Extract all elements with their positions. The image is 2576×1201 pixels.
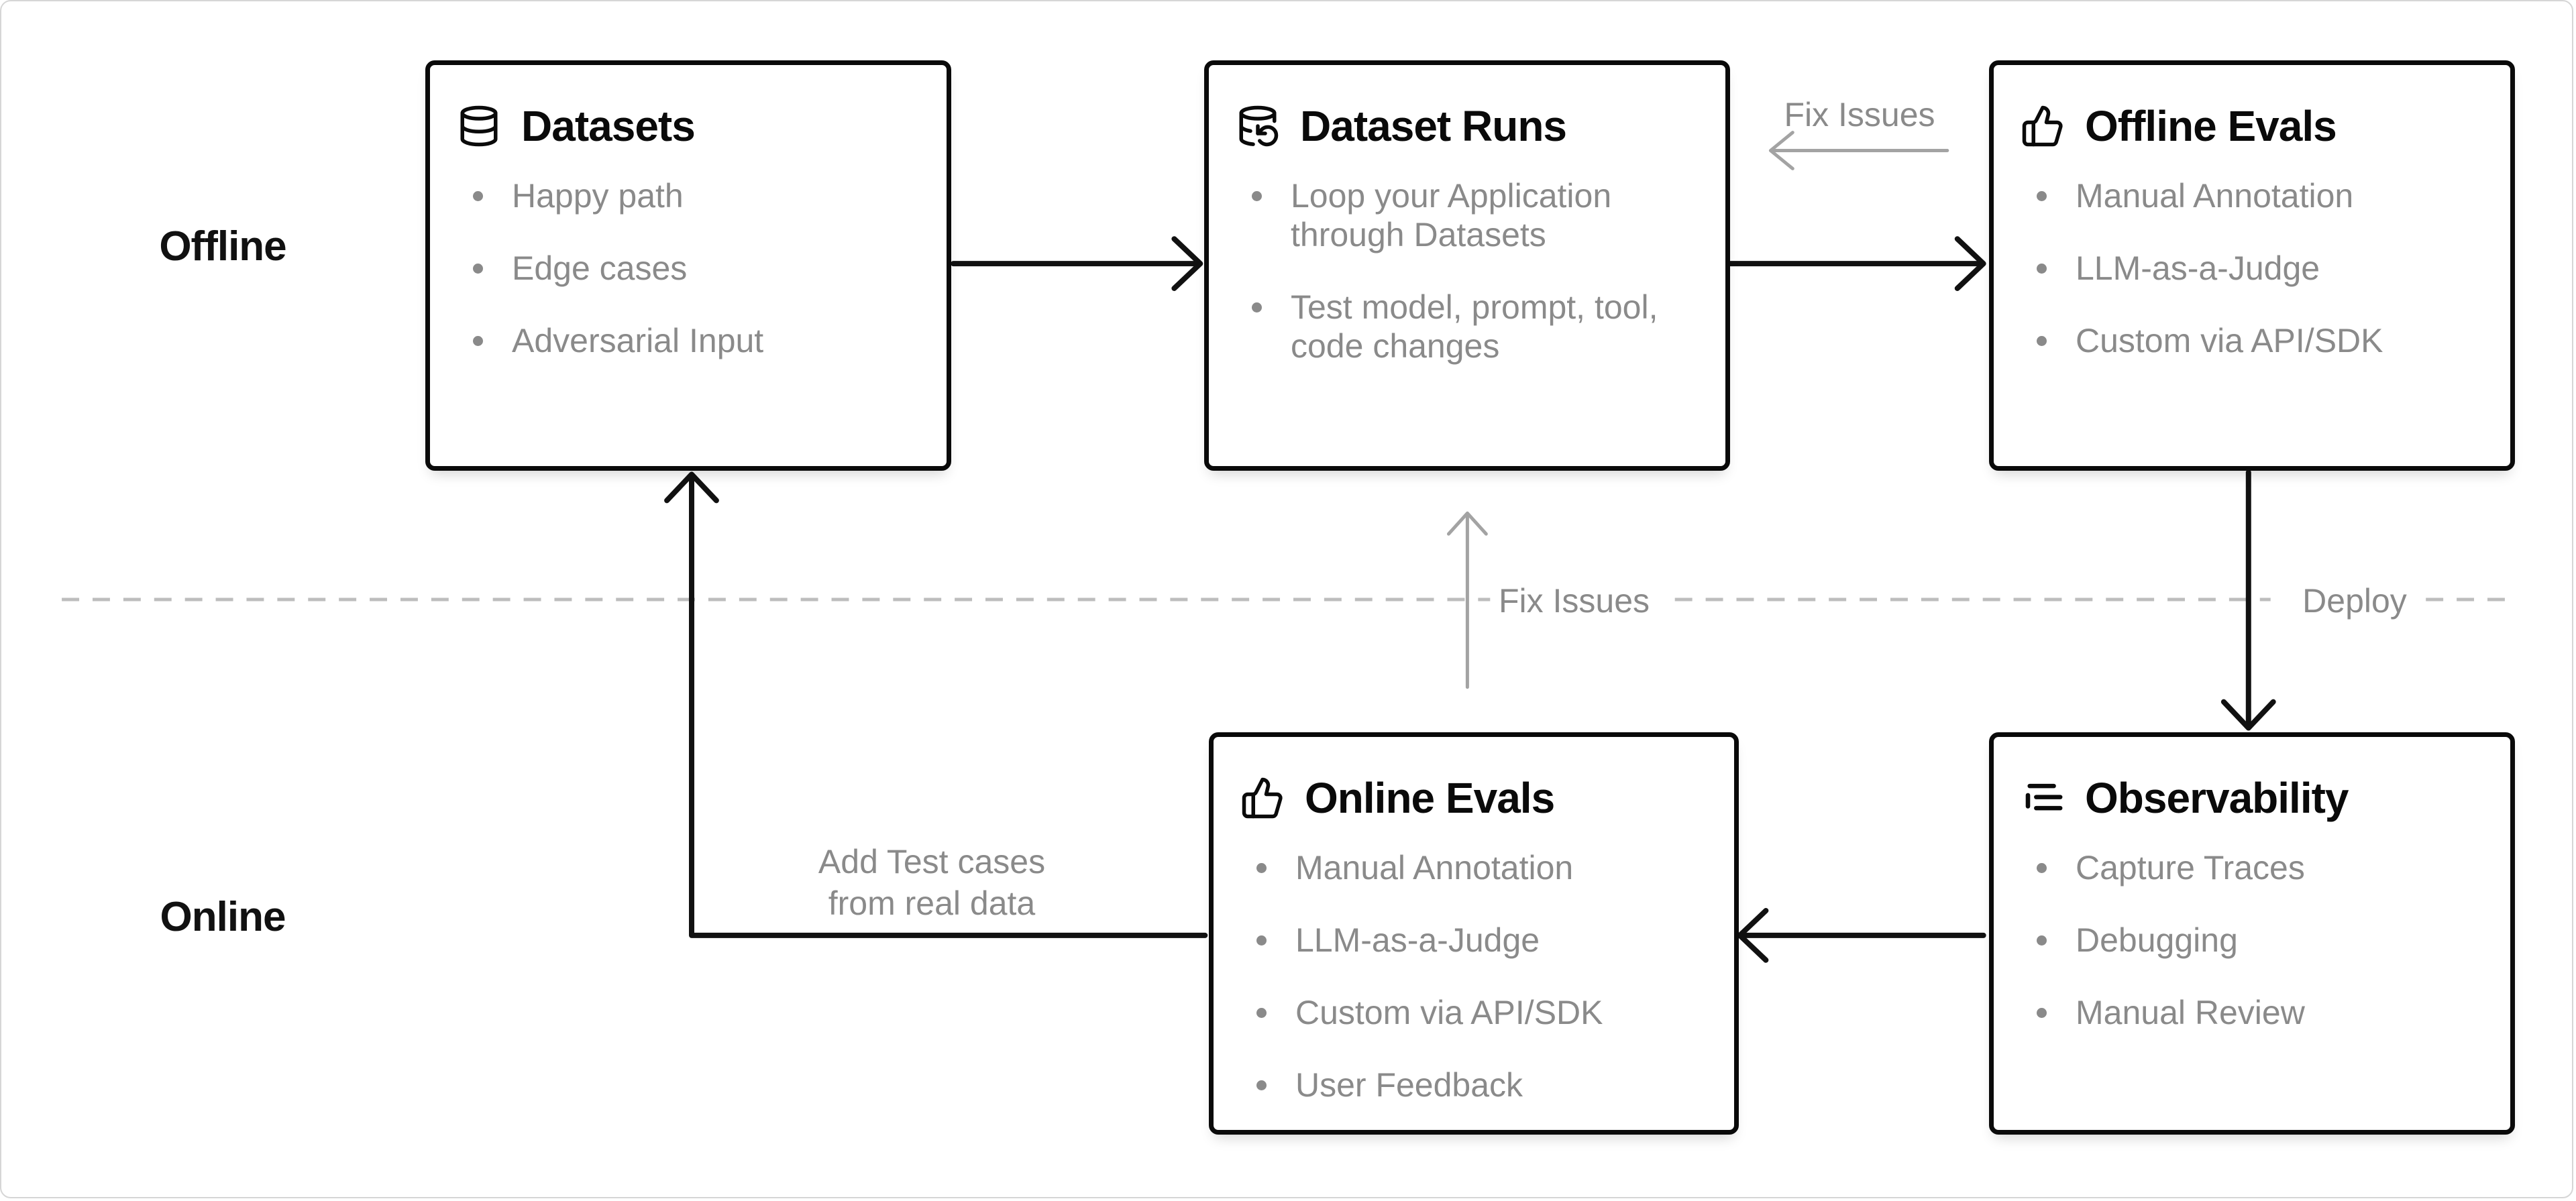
- offline-section-label: Offline: [159, 223, 286, 270]
- bullet-item: Adversarial Input: [457, 321, 917, 360]
- bullet-item: Debugging: [2021, 921, 2481, 960]
- node-observability-header: Observability: [2021, 775, 2481, 821]
- arrow-offline-evals-to-observability: [2220, 469, 2276, 731]
- node-offline-evals-header: Offline Evals: [2021, 103, 2481, 150]
- thumbs-up-icon: [1242, 777, 1283, 819]
- bullet-item: Edge cases: [457, 249, 917, 288]
- node-online-evals: Online Evals Manual Annotation LLM-as-a-…: [1209, 732, 1739, 1135]
- node-title: Offline Evals: [2085, 102, 2337, 150]
- bullet-item: Test model, prompt, tool, code changes: [1236, 288, 1696, 365]
- bullet-item: Manual Annotation: [2021, 176, 2481, 215]
- bullet-item: Manual Review: [2021, 993, 2481, 1032]
- arrow-online-evals-to-datasets: [664, 471, 1208, 938]
- node-title: Datasets: [521, 102, 696, 150]
- node-title: Online Evals: [1305, 774, 1555, 822]
- database-icon: [460, 105, 498, 147]
- bullet-item: Custom via API/SDK: [1240, 993, 1705, 1032]
- node-title: Observability: [2085, 774, 2349, 822]
- arrow-datasets-to-dataset-runs: [951, 236, 1203, 292]
- node-dataset-runs-header: Dataset Runs: [1236, 103, 1696, 150]
- arrow-observability-to-online-evals: [1737, 907, 1986, 963]
- arrow-fix-issues-top: [1768, 131, 1949, 170]
- flow-arrows: [664, 236, 2276, 963]
- bullet-item: Happy path: [457, 176, 917, 215]
- bullet-item: Custom via API/SDK: [2021, 321, 2481, 360]
- arrow-dataset-runs-to-offline-evals: [1727, 236, 1986, 292]
- bullet-item: LLM-as-a-Judge: [1240, 921, 1705, 960]
- database-backup-icon: [1239, 105, 1279, 147]
- node-bullet-list: Happy path Edge cases Adversarial Input: [457, 176, 917, 360]
- fix-issues-middle-label: Fix Issues: [1499, 582, 1650, 620]
- bullet-item: LLM-as-a-Judge: [2021, 249, 2481, 288]
- bullet-item: User Feedback: [1240, 1066, 1705, 1104]
- add-test-cases-line2: from real data: [828, 884, 1036, 922]
- arrow-fix-issues-middle: [1446, 511, 1488, 689]
- node-datasets: Datasets Happy path Edge cases Adversari…: [425, 60, 951, 471]
- trace-logs-icon: [2025, 783, 2063, 811]
- bullet-item: Manual Annotation: [1240, 848, 1705, 887]
- feedback-arrows: [1446, 131, 1949, 689]
- add-test-cases-label: Add Test cases from real data: [764, 841, 1099, 924]
- deploy-label: Deploy: [2302, 582, 2407, 620]
- node-bullet-list: Capture Traces Debugging Manual Review: [2021, 848, 2481, 1032]
- node-bullet-list: Manual Annotation LLM-as-a-Judge Custom …: [1240, 848, 1705, 1104]
- online-section-label: Online: [160, 894, 286, 940]
- bullet-item: Capture Traces: [2021, 848, 2481, 887]
- node-title: Dataset Runs: [1300, 102, 1567, 150]
- node-dataset-runs: Dataset Runs Loop your Application throu…: [1204, 60, 1730, 471]
- node-online-evals-header: Online Evals: [1240, 775, 1705, 821]
- node-bullet-list: Loop your Application through Datasets T…: [1236, 176, 1696, 365]
- thumbs-up-icon: [2022, 105, 2063, 147]
- node-offline-evals: Offline Evals Manual Annotation LLM-as-a…: [1989, 60, 2515, 471]
- node-datasets-header: Datasets: [457, 103, 917, 150]
- node-observability: Observability Capture Traces Debugging M…: [1989, 732, 2515, 1135]
- bullet-item: Loop your Application through Datasets: [1236, 176, 1696, 254]
- fix-issues-top-label: Fix Issues: [1784, 96, 1935, 133]
- node-bullet-list: Manual Annotation LLM-as-a-Judge Custom …: [2021, 176, 2481, 360]
- add-test-cases-line1: Add Test cases: [818, 843, 1046, 880]
